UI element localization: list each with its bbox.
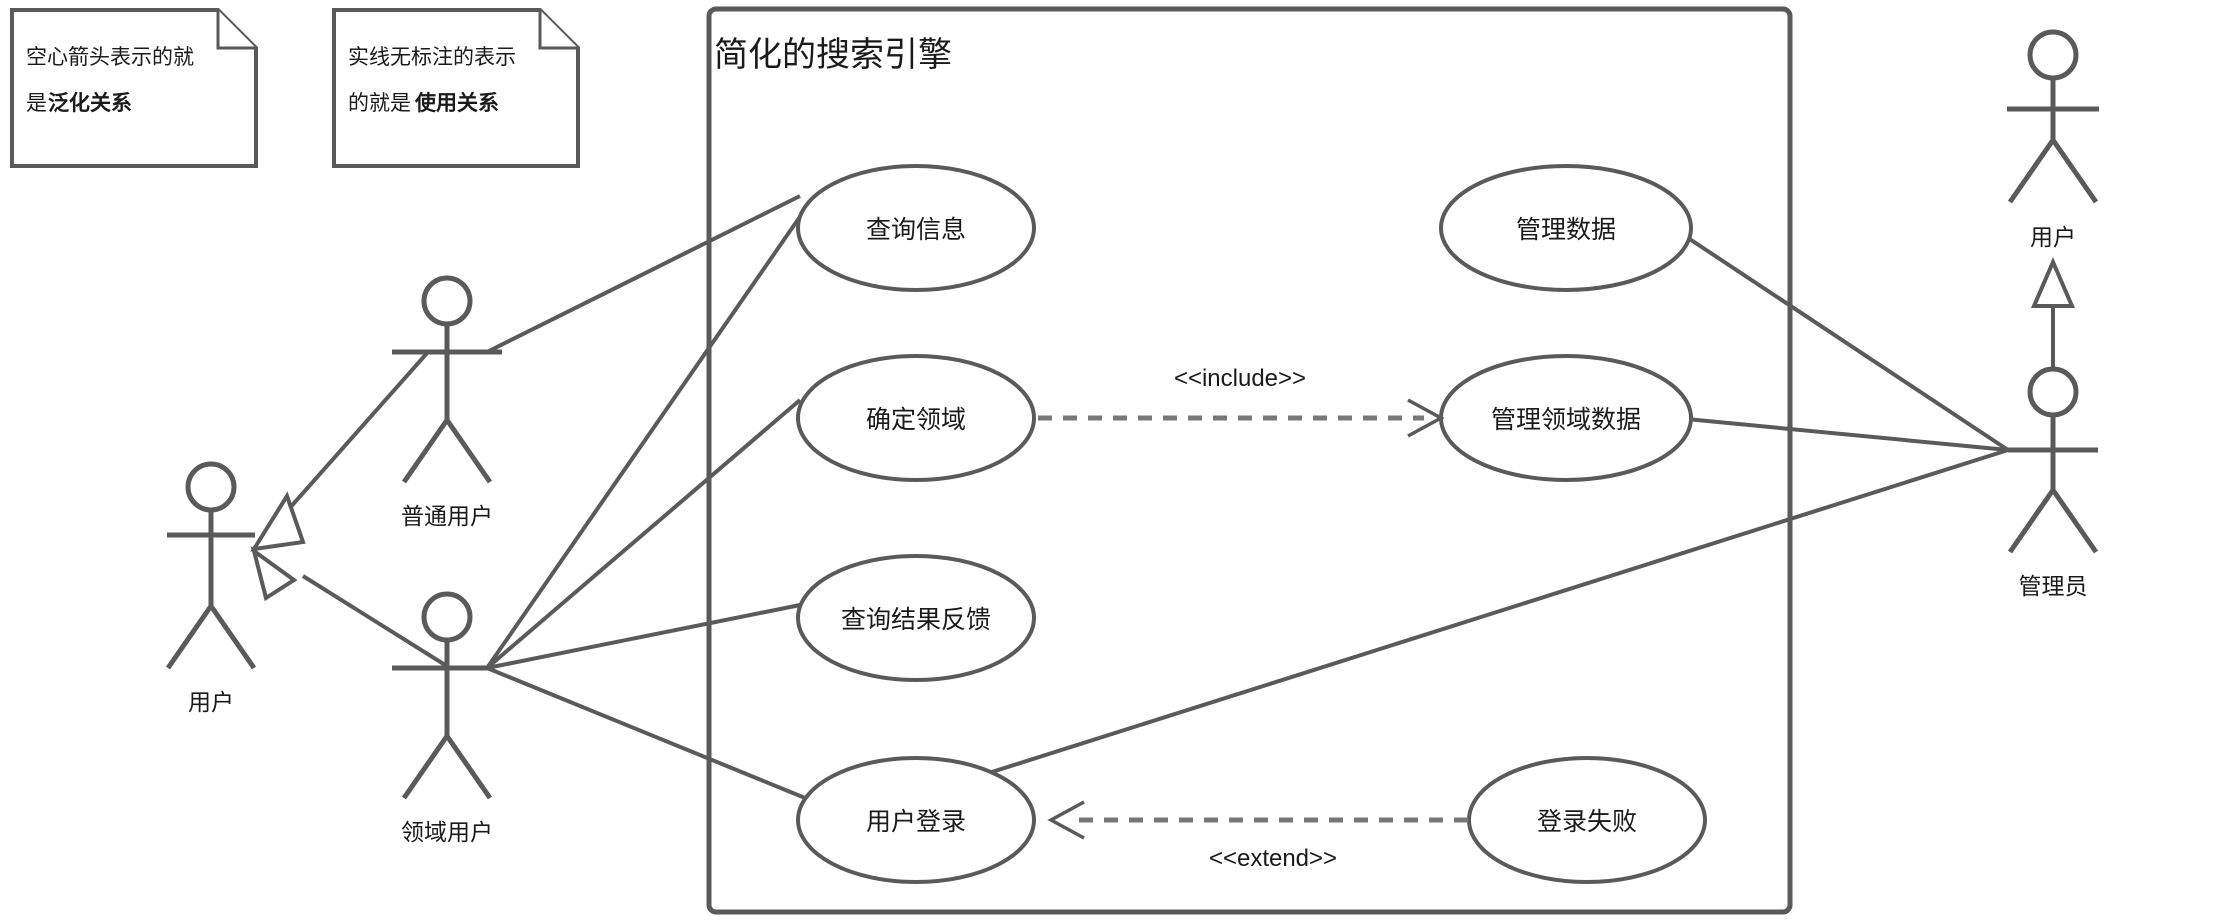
use-case-manage-domain-data[interactable]: 管理领域数据 xyxy=(1439,354,1693,482)
rel-extend: <<extend>> xyxy=(1047,800,1468,872)
use-case-manage-data-label: 管理数据 xyxy=(1516,216,1616,244)
rel-gen-domain-to-user xyxy=(250,546,452,670)
actor-admin-label: 管理员 xyxy=(2019,573,2088,599)
actor-ordinary-user[interactable]: 普通用户 xyxy=(392,275,502,529)
actor-user-left[interactable]: 用户 xyxy=(165,461,257,715)
note-usage-line2-bold: 使用关系 xyxy=(414,91,499,115)
note-usage-line1: 实线无标注的表示 xyxy=(348,46,516,69)
use-case-query-info-label: 查询信息 xyxy=(866,216,966,244)
use-case-query-info[interactable]: 查询信息 xyxy=(796,164,1036,292)
note-generalization-line2-plain: 是 xyxy=(26,92,47,115)
generalization-arrowhead-admin xyxy=(2030,256,2076,308)
rel-gen-ordinary-to-user xyxy=(250,350,430,552)
system-title: 简化的搜索引擎 xyxy=(714,36,952,74)
actor-user-left-label: 用户 xyxy=(188,689,234,715)
system-boundary: 简化的搜索引擎 xyxy=(706,6,1793,915)
note-usage-line2-plain: 的就是 xyxy=(348,92,411,115)
use-case-user-login[interactable]: 用户登录 xyxy=(796,756,1036,884)
rel-gen-admin-to-user xyxy=(2030,256,2076,368)
extend-label: <<extend>> xyxy=(1209,845,1337,872)
use-case-user-login-label: 用户登录 xyxy=(866,808,966,836)
rel-assoc-domain-login xyxy=(486,666,811,802)
note-generalization-line2-bold: 泛化关系 xyxy=(48,91,132,115)
note-generalization-line1: 空心箭头表示的就 xyxy=(26,46,194,69)
extend-arrowhead xyxy=(1047,800,1085,840)
note-generalization: 空心箭头表示的就 是 泛化关系 xyxy=(10,8,258,168)
actor-user-right[interactable]: 用户 xyxy=(2007,29,2099,250)
actor-ordinary-user-label: 普通用户 xyxy=(401,503,493,529)
rel-assoc-domain-determine xyxy=(485,398,802,670)
rel-assoc-admin-login xyxy=(871,448,2009,812)
include-arrowhead xyxy=(1407,398,1445,438)
actor-domain-user-label: 领域用户 xyxy=(401,819,493,845)
generalization-arrowhead-ordinary xyxy=(250,491,306,552)
generalization-arrowhead-domain xyxy=(250,546,298,602)
actor-admin[interactable]: 管理员 xyxy=(2007,366,2099,599)
use-case-manage-domain-data-label: 管理领域数据 xyxy=(1491,406,1641,434)
actor-user-right-label: 用户 xyxy=(2030,224,2076,250)
note-usage: 实线无标注的表示 的就是 使用关系 xyxy=(332,8,580,168)
actor-domain-user[interactable]: 领域用户 xyxy=(392,591,493,845)
rel-assoc-domain-result xyxy=(486,603,801,670)
rel-assoc-ordinary-query xyxy=(486,194,801,354)
use-case-login-failed-label: 登录失败 xyxy=(1537,808,1637,836)
use-case-manage-data[interactable]: 管理数据 xyxy=(1439,164,1693,292)
include-label: <<include>> xyxy=(1174,365,1306,392)
rel-include: <<include>> xyxy=(1038,365,1445,438)
use-case-query-result[interactable]: 查询结果反馈 xyxy=(796,554,1036,682)
use-case-determine-domain[interactable]: 确定领域 xyxy=(796,354,1036,482)
use-case-login-failed[interactable]: 登录失败 xyxy=(1467,756,1707,884)
rel-assoc-admin-managedomain xyxy=(1675,416,2009,452)
rel-assoc-admin-managedata xyxy=(1671,226,2010,452)
use-case-query-result-label: 查询结果反馈 xyxy=(841,606,991,634)
rel-assoc-domain-query xyxy=(485,206,808,670)
use-case-determine-domain-label: 确定领域 xyxy=(866,406,966,434)
